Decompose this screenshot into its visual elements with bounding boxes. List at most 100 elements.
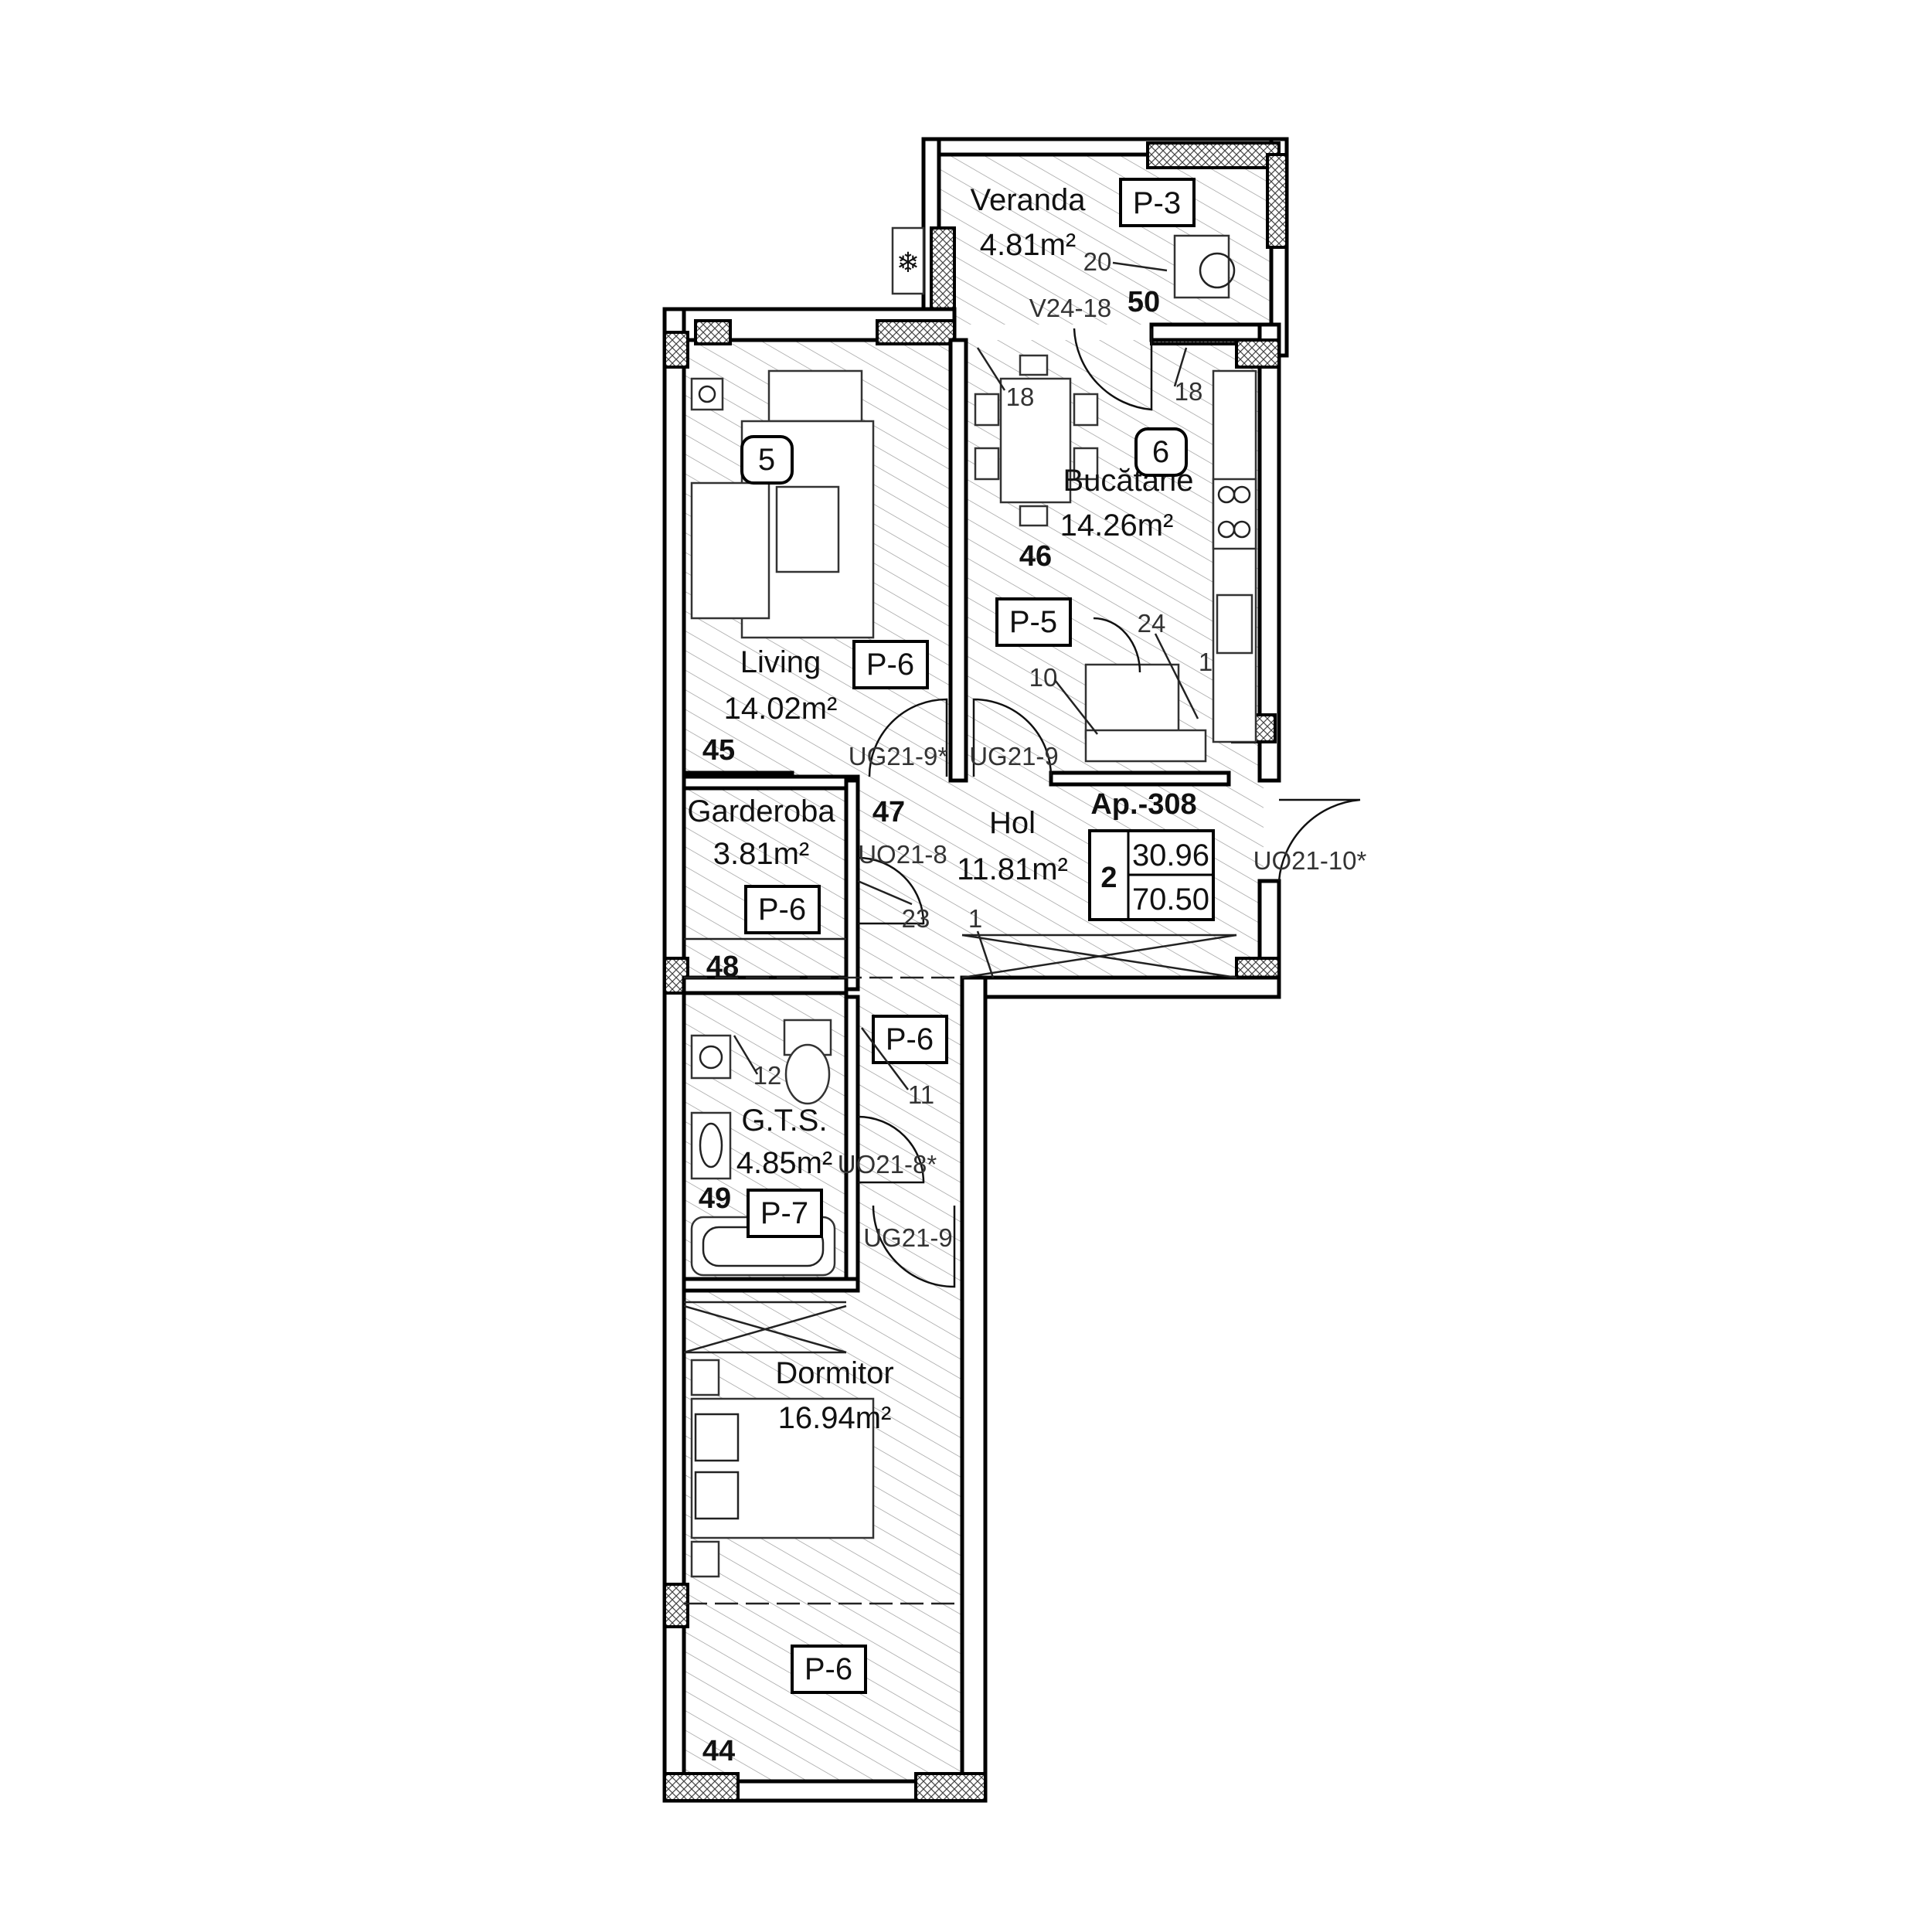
ref-1-hall: 1 [968,904,982,933]
bathroom-bottom-wall [682,1277,860,1293]
hall-code: 47 [872,796,905,828]
chair-top [1019,354,1049,376]
bedroom-door-swing [872,1205,956,1288]
living-labels: Living 14.02m² P-6 45 5 [702,435,929,767]
chair-left-2 [974,447,1000,481]
kitchen-bottom-wall [1049,770,1231,787]
bedroom-area: 16.94m² [778,1401,892,1435]
kitchen-right-wall [1257,322,1281,783]
bathroom-floor-tag-box [747,1189,823,1238]
dining-table [999,377,1072,504]
ref-23: 23 [902,904,930,933]
bathroom-door-code: UO21-8* [838,1150,937,1179]
bedroom-code: 44 [702,1735,735,1767]
living-door-code: UG21-9* [849,742,948,770]
ref-24: 24 [1138,609,1166,638]
living-floor-tag-box [852,640,929,689]
kitchen-counter [1212,369,1257,743]
kitchen-furniture [974,354,1257,763]
apartment-total-area: 70.50 [1132,883,1209,917]
thin-lines [683,934,1237,1605]
kitchen-area: 14.26m² [1060,509,1174,543]
ref-18-left: 18 [1006,383,1035,411]
kitchen-code: 46 [1019,540,1052,573]
ref-18-right: 18 [1175,377,1203,406]
wardrobe-right-wall [844,778,860,992]
hall-area: 11.81m² [957,852,1068,886]
bedroom-right-wall [960,975,988,1799]
veranda-door-code: V24-18 [1029,294,1111,322]
sofa [690,481,770,620]
living-name: Living [740,645,821,679]
wardrobe-floor-tag: P-6 [758,893,806,927]
veranda-name: Veranda [970,183,1086,217]
bedroom-floor-tag-box [791,1645,867,1694]
living-code: 45 [702,734,735,767]
veranda-door-swing [1073,328,1153,411]
kitchen-marker-box [1134,427,1188,477]
living-marker-box [740,435,794,485]
living-kitchen-wall [948,338,968,783]
bathroom-code: 49 [699,1182,731,1215]
bedroom-labels: Dormitor 16.94m² P-6 44 [702,1356,894,1767]
wardrobe-top-wall [682,774,860,791]
wardrobe-floor-tag-box [744,885,821,934]
fridge [1084,663,1180,740]
bathroom-name: G.T.S. [741,1104,827,1138]
wardrobe-labels: Garderoba 3.81m² P-6 48 [687,794,835,983]
coffee-table [775,485,840,573]
apartment-info: Ap.-308 2 30.96 70.50 [1088,788,1215,921]
living-marker: 5 [758,443,775,477]
bedroom-door-code: UG21-9 [863,1223,953,1252]
chair-right-1 [1073,393,1099,427]
fridge-door-swing [1093,617,1141,673]
equipment-refs: 20 18 18 24 10 1 23 1 12 11 [753,247,1213,1109]
bathroom-area: 4.85m² [736,1146,833,1180]
kitchen-marker: 6 [1152,435,1169,469]
ref-10: 10 [1029,663,1058,692]
wardrobe-area: 3.81m² [713,837,810,871]
kitchen-floor-tag-box [995,597,1072,647]
leader-lines [733,261,1199,1090]
kitchen-sink [1216,594,1253,655]
floor-areas [684,155,1279,1797]
toilet-bowl [784,1043,831,1105]
ref-12: 12 [753,1061,782,1090]
bathroom-labels: G.T.S. 4.85m² P-7 49 [699,1104,833,1238]
kitchen-door-swing [972,698,1053,777]
wardrobe-door-swing [857,856,925,925]
living-door-swing [868,698,948,777]
ref-11: 11 [908,1080,934,1109]
bedroom-name: Dormitor [775,1356,893,1390]
ac-unit [891,226,925,295]
hall-floor-tag-box [872,1015,948,1064]
veranda-code: 50 [1128,286,1160,318]
apartment-living-area: 30.96 [1132,838,1209,872]
ref-1-kitchen: 1 [1199,648,1213,676]
veranda-floor-tag-box [1119,178,1196,227]
kitchen-floor-tag: P-5 [1009,605,1057,639]
apartment-rooms-count: 2 [1100,862,1117,894]
veranda-area: 4.81m² [980,228,1077,262]
hall-labels: Hol 11.81m² 47 P-6 [872,796,1068,1064]
veranda-floor-tag: P-3 [1133,186,1181,220]
wardrobe-door-code: UO21-8 [858,840,947,869]
door-codes: V24-18 UG21-9* UG21-9 UO21-10* UO21-8 UO… [838,294,1367,1252]
hall-name: Hol [989,806,1036,840]
washing-machine [690,1034,732,1080]
ref-20: 20 [1083,247,1112,276]
bedroom-furniture [690,1359,875,1578]
living-furniture [690,369,875,639]
kitchen-cabinet [1084,729,1207,763]
kitchen-labels: Bucătărie 14.26m² P-5 46 6 [995,427,1193,647]
door-swings [857,328,1361,1288]
apartment-label: Ap.-308 [1090,788,1196,821]
entry-door-code: UO21-10* [1253,846,1367,875]
snowflake-icon: ❄ [896,247,920,278]
top-wall-kitchen [1149,322,1266,342]
bathroom-floor-tag: P-7 [760,1196,808,1230]
hall-bottom-wall [960,975,1281,999]
chair-bottom [1019,505,1049,527]
bed [690,1397,875,1539]
